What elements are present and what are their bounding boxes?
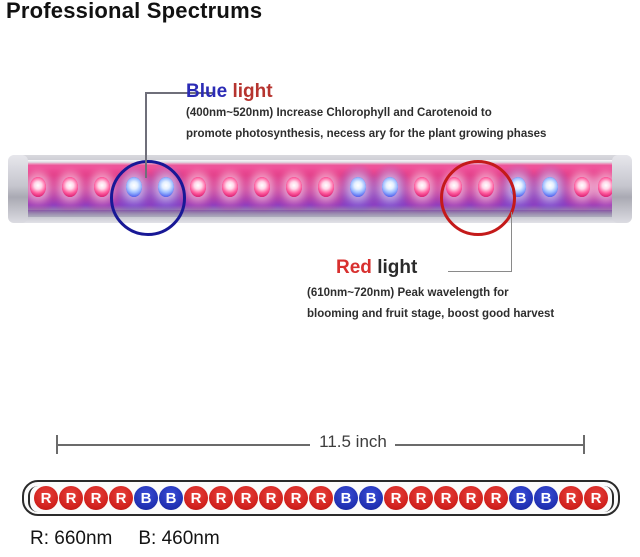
blue-heading-word-blue: Blue <box>186 81 228 102</box>
blue-light-highlight-circle <box>110 160 186 236</box>
legend-blue-wavelength: B: 460nm <box>138 528 220 549</box>
led-chip-red: R <box>559 486 583 510</box>
tube-led-red <box>94 177 110 197</box>
led-chip-red: R <box>234 486 258 510</box>
red-callout-line-1: (610nm~720nm) Peak wavelength for <box>307 287 509 299</box>
schematic-end-cap-right <box>604 486 614 512</box>
led-chip-red: R <box>309 486 333 510</box>
led-chip-red: R <box>84 486 108 510</box>
tube-end-cap-right <box>612 155 632 223</box>
dimension-line-left <box>56 444 310 446</box>
legend-red-wavelength: R: 660nm <box>30 528 113 549</box>
led-chip-red: R <box>584 486 608 510</box>
led-chip-blue: B <box>334 486 358 510</box>
led-chip-blue: B <box>134 486 158 510</box>
led-chip-red: R <box>109 486 133 510</box>
tube-led-blue <box>542 177 558 197</box>
leader-vertical-segment <box>510 212 512 272</box>
red-heading-word-red: Red <box>336 257 372 278</box>
led-chip-red: R <box>409 486 433 510</box>
leader-horizontal-segment <box>145 92 213 94</box>
dimension-end-cap-right <box>583 435 585 454</box>
led-chip-blue: B <box>159 486 183 510</box>
tube-underglow <box>8 210 632 217</box>
tube-led-blue <box>382 177 398 197</box>
schematic-end-cap-left <box>28 486 38 512</box>
red-heading-word-light: light <box>377 257 418 278</box>
wavelength-legend: R: 660nm B: 460nm <box>30 528 220 550</box>
length-dimension: 11.5 inch <box>0 425 640 465</box>
tube-led-red <box>414 177 430 197</box>
red-light-heading: Red light <box>336 258 636 278</box>
dimension-label: 11.5 inch <box>319 432 387 451</box>
led-chip-blue: B <box>509 486 533 510</box>
tube-gloss-highlight <box>8 160 632 165</box>
tube-led-red <box>254 177 270 197</box>
led-chip-red: R <box>184 486 208 510</box>
led-chip-red: R <box>434 486 458 510</box>
tube-led-red <box>190 177 206 197</box>
led-chip-red: R <box>459 486 483 510</box>
leader-horizontal-segment <box>448 270 512 272</box>
red-callout-line-2: blooming and fruit stage, boost good har… <box>307 308 555 320</box>
blue-callout-line-2: promote photosynthesis, necess ary for t… <box>186 128 547 140</box>
tube-end-cap-left <box>8 155 28 223</box>
led-chip-red: R <box>384 486 408 510</box>
led-chip-blue: B <box>359 486 383 510</box>
tube-body <box>8 155 632 223</box>
blue-light-callout: Blue light (400nm~520nm) Increase Chloro… <box>186 82 606 140</box>
led-chip-red: R <box>484 486 508 510</box>
tube-led-red <box>598 177 614 197</box>
tube-led-red <box>574 177 590 197</box>
tube-led-blue <box>350 177 366 197</box>
page-title: Professional Spectrums <box>6 0 263 23</box>
blue-light-heading: Blue light <box>186 82 606 102</box>
led-chip-red: R <box>209 486 233 510</box>
red-light-highlight-circle <box>440 160 516 236</box>
leader-vertical-segment <box>145 92 147 178</box>
led-chip-red: R <box>59 486 83 510</box>
led-chip-red: R <box>34 486 58 510</box>
tube-led-red <box>30 177 46 197</box>
tube-led-red <box>286 177 302 197</box>
led-grow-light-tube-image <box>8 155 632 223</box>
tube-led-red <box>222 177 238 197</box>
blue-callout-line-1: (400nm~520nm) Increase Chlorophyll and C… <box>186 107 492 119</box>
tube-led-red <box>62 177 78 197</box>
led-chip-red: R <box>259 486 283 510</box>
blue-callout-leader-line <box>145 92 213 178</box>
led-chip-red: R <box>284 486 308 510</box>
dimension-line-right <box>395 444 585 446</box>
red-light-callout: Red light (610nm~720nm) Peak wavelength … <box>307 258 636 320</box>
red-callout-leader-line <box>448 212 512 272</box>
tube-led-red <box>318 177 334 197</box>
led-chip-blue: B <box>534 486 558 510</box>
blue-heading-word-light: light <box>232 81 273 102</box>
